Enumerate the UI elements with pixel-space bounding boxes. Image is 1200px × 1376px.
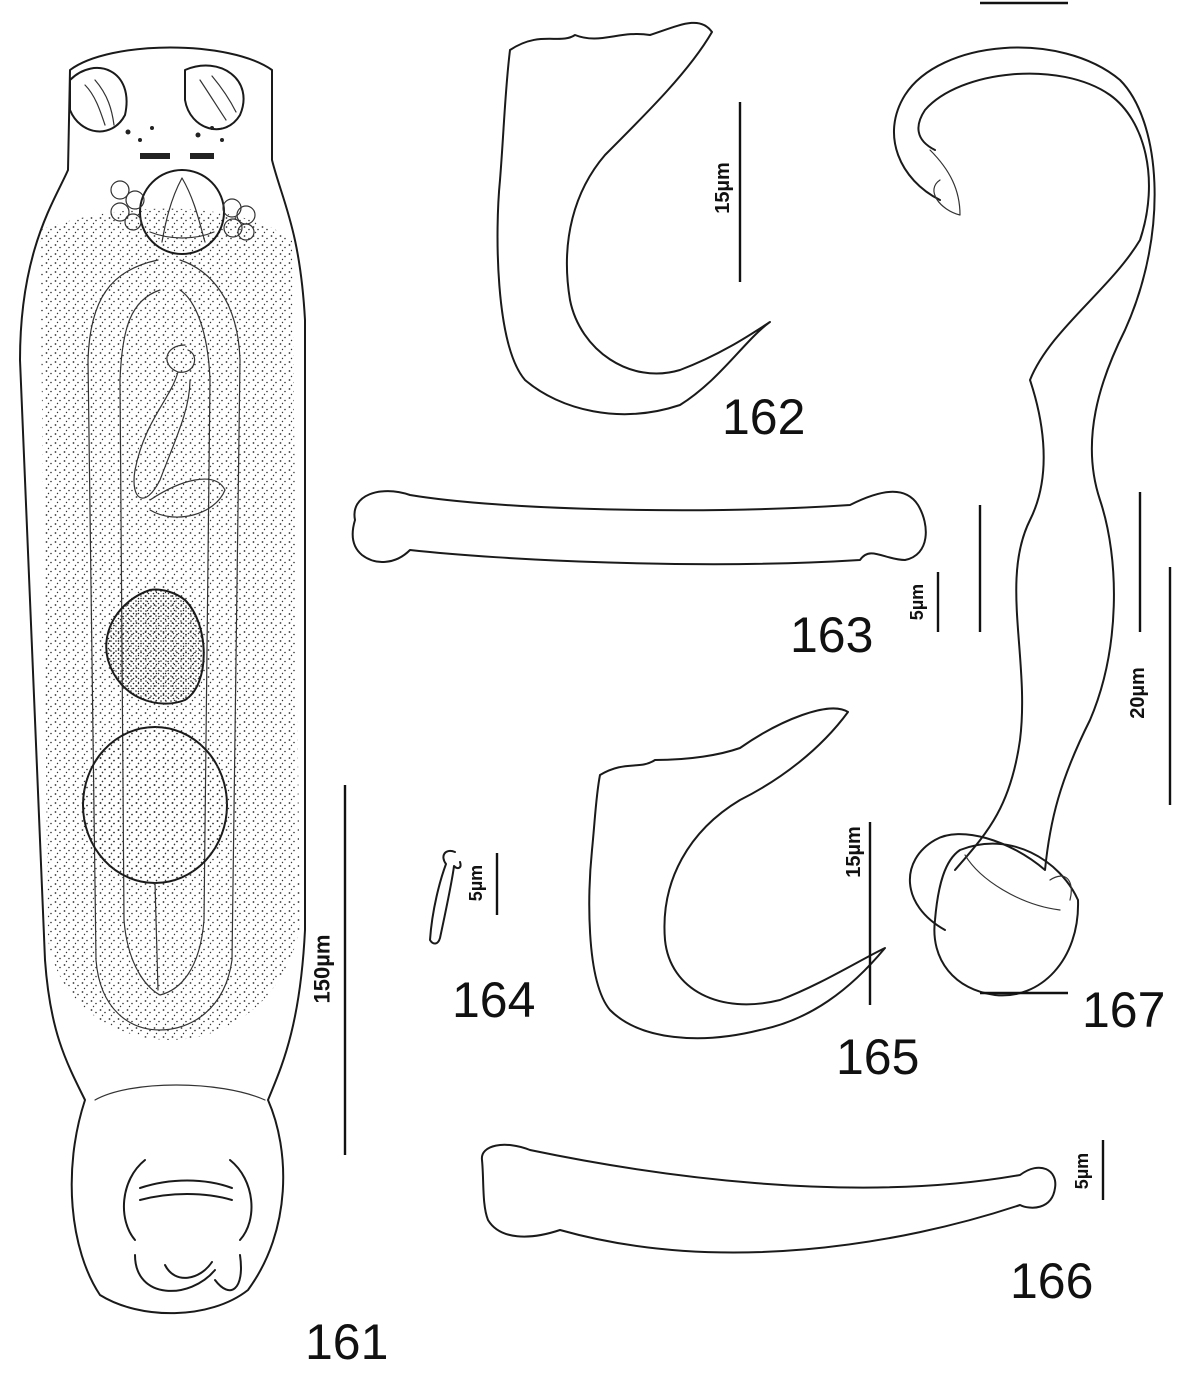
bar-166 <box>480 1143 1057 1254</box>
gland-clusters <box>110 180 256 241</box>
fig-162-drawing <box>496 21 771 416</box>
scale-label-164: 5µm <box>466 864 487 902</box>
fig-167-drawing <box>893 46 1156 997</box>
fig-166-label: 166 <box>1010 1253 1094 1309</box>
haptor-anchors <box>122 1159 253 1292</box>
haptor-bar <box>139 1179 233 1201</box>
fig-163-label: 163 <box>790 607 874 663</box>
scale-bars <box>343 1 1172 1200</box>
scale-label-162: 15µm <box>711 162 734 214</box>
eyespots <box>125 126 224 159</box>
fig-161-drawing <box>19 46 306 1315</box>
fig-161-label: 161 <box>305 1314 389 1370</box>
haptor-outline <box>94 1084 266 1101</box>
scale-label-165: 15µm <box>842 826 865 878</box>
fig-167-label: 167 <box>1082 982 1166 1038</box>
fig-164-label: 164 <box>452 972 536 1028</box>
fig-165-label: 165 <box>836 1029 920 1085</box>
scale-label-167: 20µm <box>1126 667 1149 719</box>
copulatory-tube-inner <box>917 72 1150 871</box>
bar-163 <box>351 490 927 566</box>
anchor-165 <box>588 707 886 1040</box>
worm-body-outline <box>19 46 306 1315</box>
scale-label-163: 5µm <box>907 583 928 621</box>
hook-164 <box>429 850 462 945</box>
male-copulatory-organ <box>133 344 226 518</box>
fig-164-drawing <box>429 850 462 945</box>
scale-label-166: 5µm <box>1072 1152 1093 1190</box>
scale-label-161: 150µm <box>309 934 335 1004</box>
cephalic-lobe-left <box>69 66 128 133</box>
anchor-162 <box>496 21 771 416</box>
intestine-inner <box>119 289 211 996</box>
cephalic-lobe-right <box>184 64 245 131</box>
copulatory-bulb <box>933 842 1080 997</box>
germarium-cells <box>106 589 204 704</box>
fig-163-drawing <box>351 490 927 566</box>
intestine-outer <box>87 259 241 1031</box>
fig-166-drawing <box>480 1143 1057 1254</box>
fig-165-drawing <box>588 707 886 1040</box>
copulatory-tube-outer <box>893 46 1156 931</box>
fig-162-label: 162 <box>722 389 806 445</box>
